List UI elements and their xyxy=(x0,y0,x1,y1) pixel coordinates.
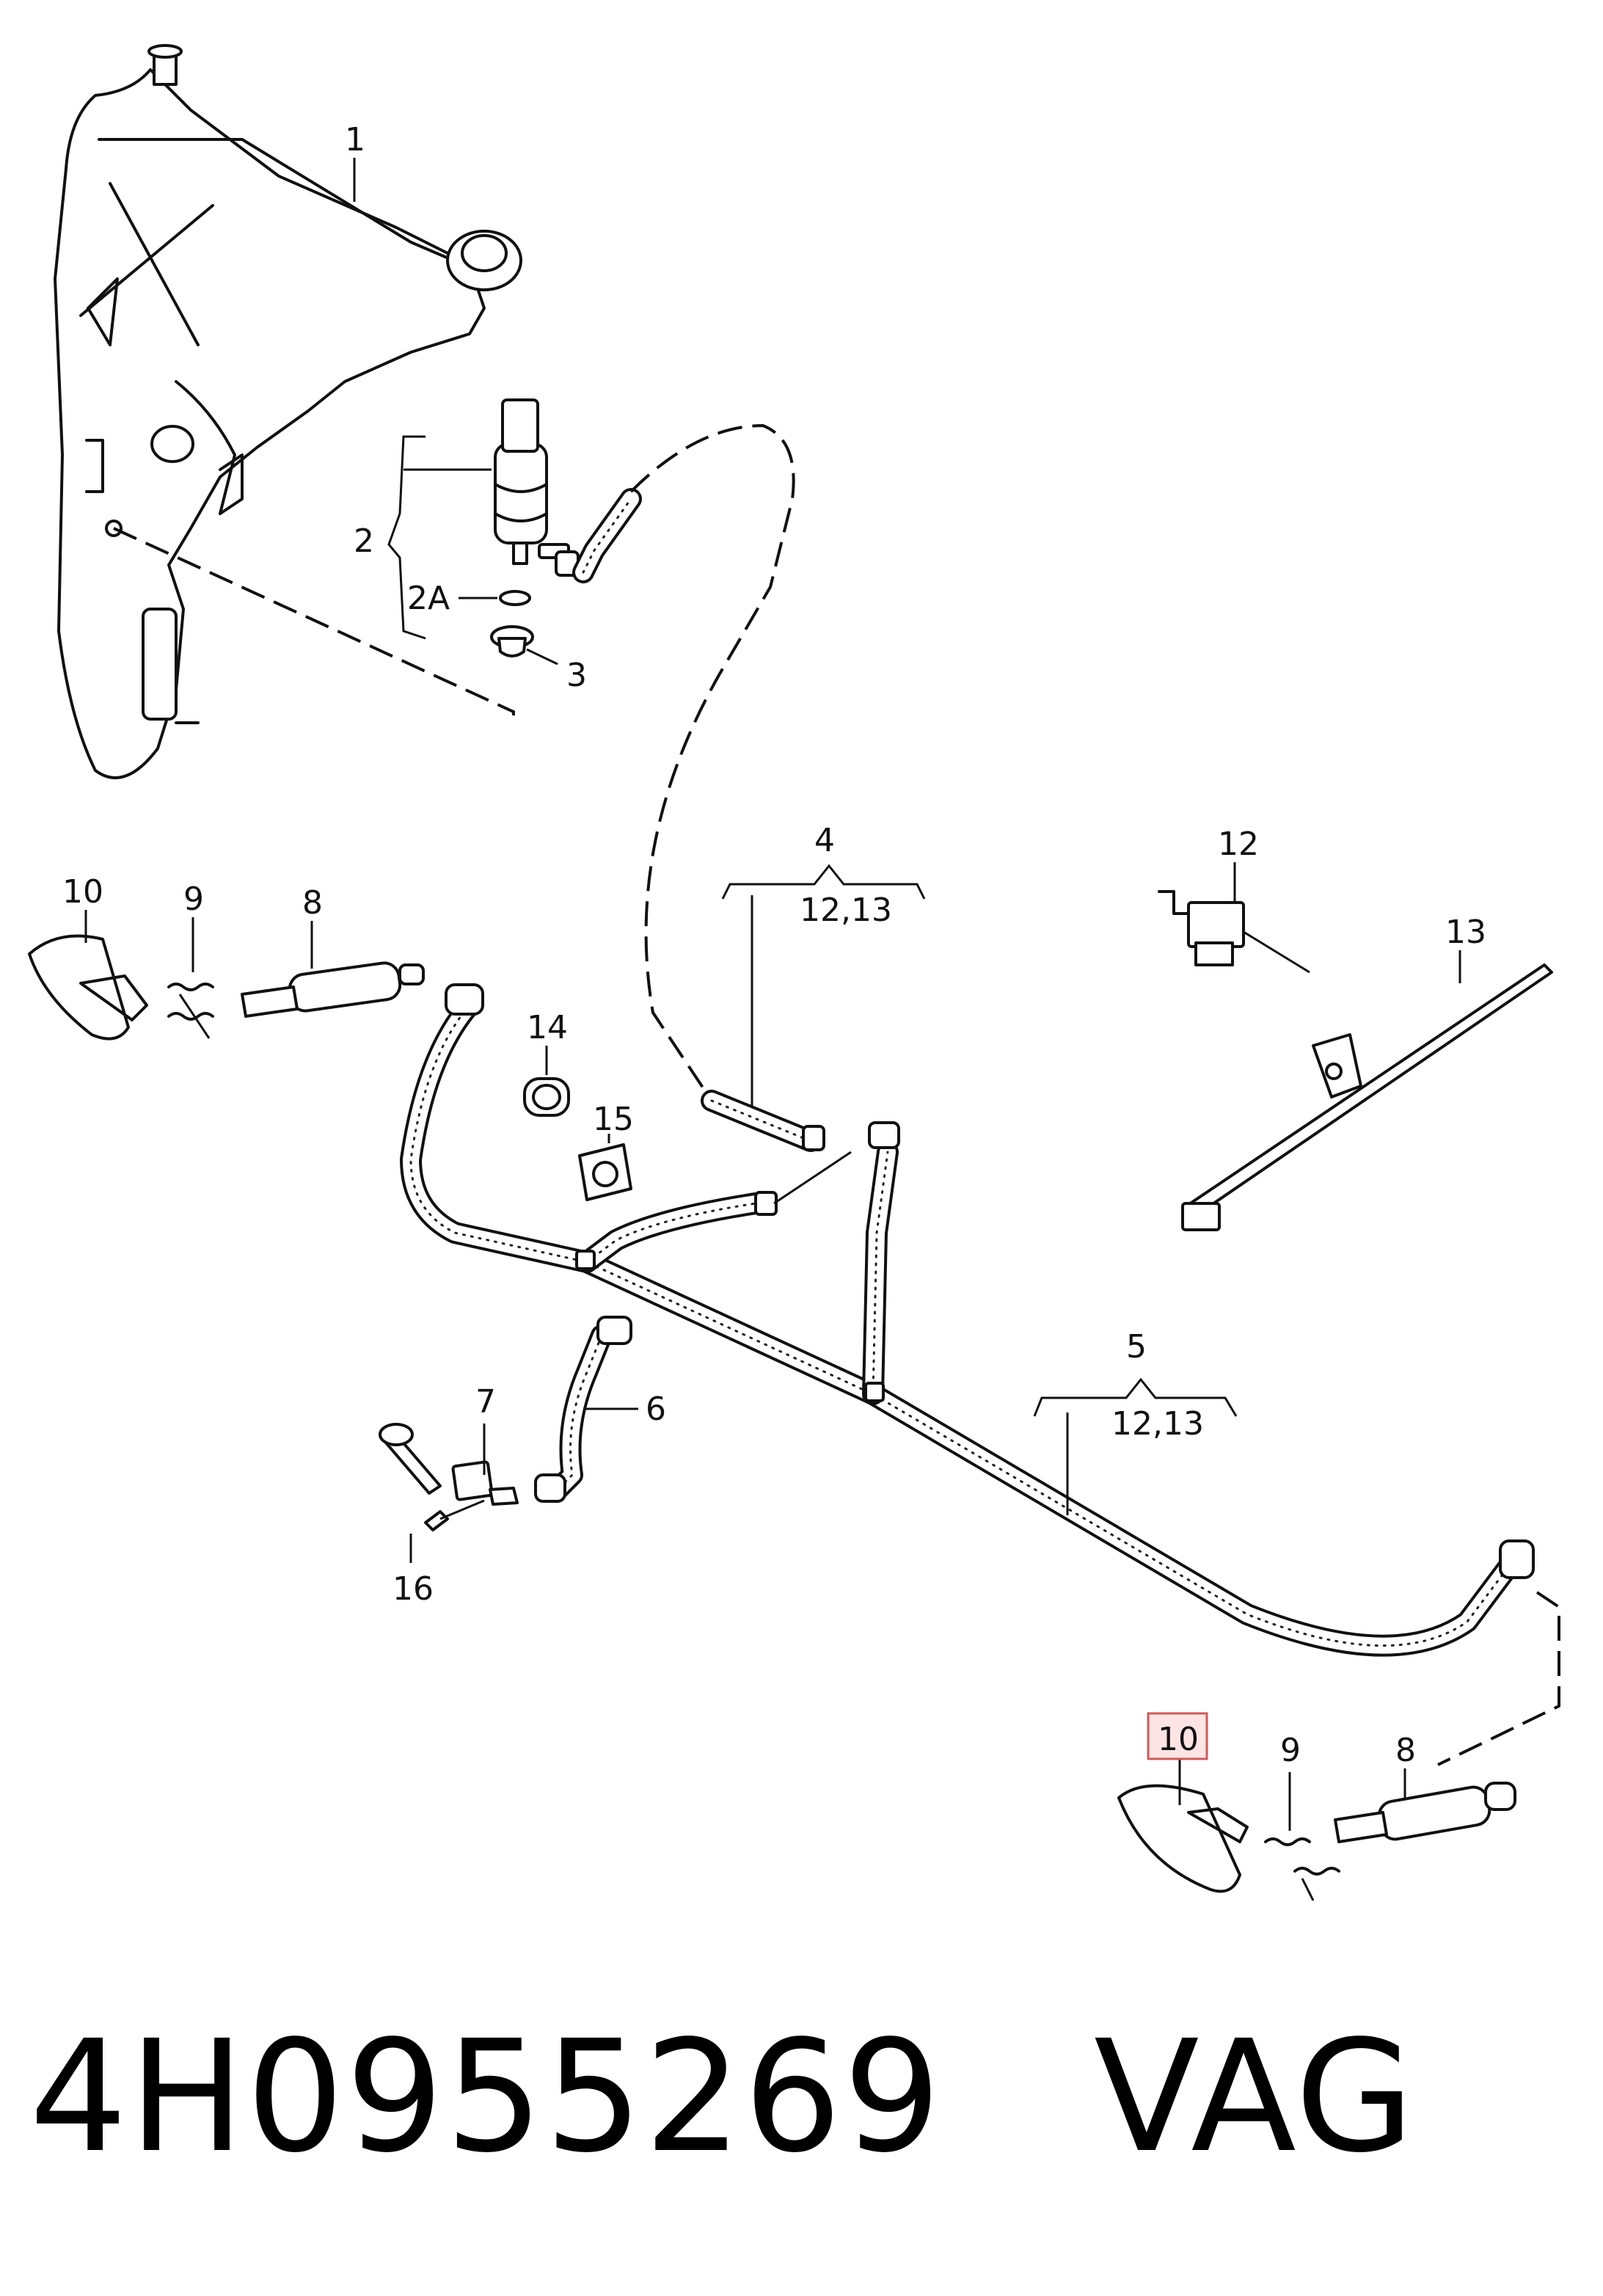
o-ring xyxy=(499,590,531,606)
callout-3: 3 xyxy=(566,657,587,694)
hose-clip xyxy=(523,1077,570,1117)
cable-clip xyxy=(1158,890,1310,974)
callout-9-left: 9 xyxy=(183,881,204,918)
callout-7: 7 xyxy=(475,1383,496,1421)
callout-10-right: 10 xyxy=(1158,1721,1199,1758)
callout-9-right: 9 xyxy=(1280,1732,1301,1769)
washer-nozzle xyxy=(379,1423,519,1506)
cable-tie xyxy=(1181,963,1553,1231)
hose-6 xyxy=(534,1316,632,1503)
callout-16: 16 xyxy=(392,1570,434,1608)
callout-1: 1 xyxy=(345,121,365,158)
screw xyxy=(424,1499,485,1531)
callout-13: 13 xyxy=(1445,914,1486,951)
callout-2: 2 xyxy=(354,522,374,560)
brand-name: VAG xyxy=(1094,2007,1416,2187)
right-spring xyxy=(1264,1837,1340,1901)
hose-4 xyxy=(701,1090,825,1152)
callout-14: 14 xyxy=(527,1009,568,1046)
right-washer-cap xyxy=(1117,1784,1249,1893)
callout-5: 5 xyxy=(1126,1328,1147,1366)
grommet xyxy=(490,625,534,657)
hose-holder xyxy=(578,1143,632,1201)
callout-8-left: 8 xyxy=(302,884,323,922)
callout-8-right: 8 xyxy=(1395,1732,1416,1769)
callout-15: 15 xyxy=(593,1101,634,1138)
washer-pump xyxy=(494,398,570,565)
part-number: 4H0955269 xyxy=(29,2007,943,2187)
callout-12: 12 xyxy=(1218,826,1259,863)
callout-6: 6 xyxy=(646,1391,666,1428)
washer-reservoir xyxy=(54,44,522,779)
hose-5 xyxy=(400,983,1535,1657)
callout-4-sub: 12,13 xyxy=(800,892,892,929)
part-number-footer: 4H0955269 VAG xyxy=(29,2007,1570,2227)
left-spring xyxy=(167,983,214,1039)
pump-outlet-hose xyxy=(555,488,642,583)
callout-4: 4 xyxy=(814,822,835,859)
left-washer-cap xyxy=(28,934,148,1041)
left-washer-cylinder xyxy=(241,961,425,1018)
highlight-box xyxy=(1147,1712,1208,1760)
callout-10-left: 10 xyxy=(62,873,103,911)
right-washer-cylinder xyxy=(1334,1782,1516,1843)
callout-5-sub: 12,13 xyxy=(1111,1405,1204,1443)
washer-system-parts-diagram: 1 2 2A 3 4 12,13 xyxy=(28,44,1560,1901)
callout-2a: 2A xyxy=(407,580,450,617)
